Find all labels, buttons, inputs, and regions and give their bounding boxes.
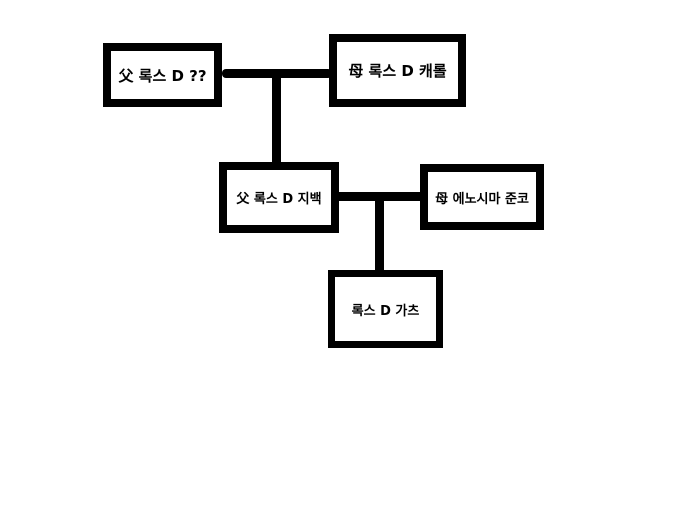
node-grandfather-label: 父 록스 D ??	[118, 66, 207, 85]
node-grandmother: 母 록스 D 캐롤	[329, 34, 466, 107]
node-child-label: 록스 D 가츠	[351, 303, 420, 319]
node-father: 父 록스 D 지백	[219, 162, 339, 233]
node-grandmother-label: 母 록스 D 캐롤	[348, 62, 447, 80]
node-grandfather: 父 록스 D ??	[103, 43, 222, 107]
descent-line-parents-to-child	[375, 196, 384, 274]
descent-line-grandparents-to-father	[272, 74, 281, 166]
node-child: 록스 D 가츠	[328, 270, 443, 348]
node-mother-label: 母 에노시마 준코	[435, 191, 529, 207]
marriage-line-grandparents	[222, 69, 332, 78]
node-father-label: 父 록스 D 지백	[236, 192, 322, 207]
node-mother: 母 에노시마 준코	[420, 164, 544, 230]
